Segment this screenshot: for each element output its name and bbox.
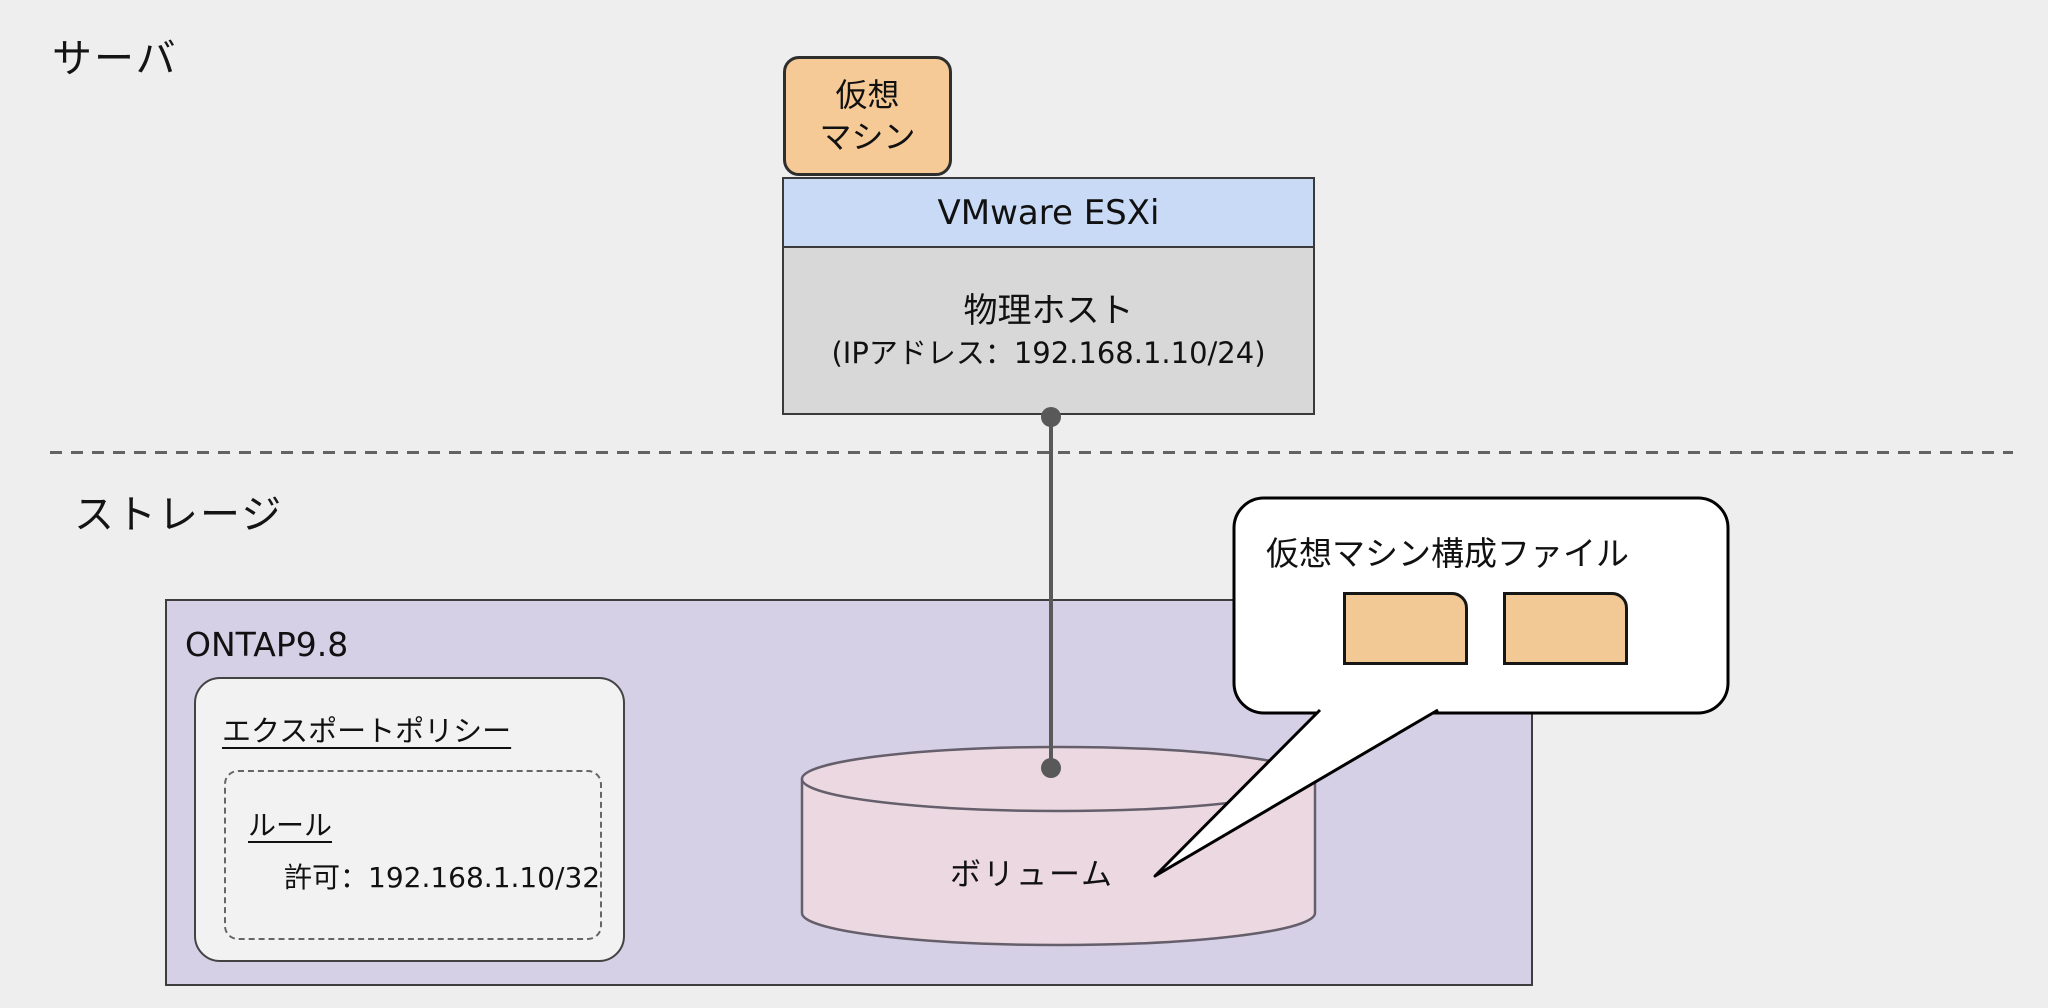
physical-host-label: 物理ホスト [963, 290, 1134, 331]
export-policy-box: エクスポートポリシー ルール 許可：192.168.1.10/32 [194, 677, 625, 962]
vmware-esxi-box: VMware ESXi [782, 177, 1315, 248]
virtual-machine-label-line1: 仮想 [835, 75, 900, 114]
ontap-box: ONTAP9.8 エクスポートポリシー ルール 許可：192.168.1.10/… [165, 599, 1533, 986]
rule-title: ルール [248, 809, 333, 842]
physical-host-box: 物理ホスト (IPアドレス：192.168.1.10/24) [782, 248, 1315, 415]
volume-label: ボリューム [949, 857, 1115, 893]
rule-box: ルール 許可：192.168.1.10/32 [224, 770, 602, 940]
ontap-version-label: ONTAP9.8 [185, 625, 349, 664]
vmware-esxi-label: VMware ESXi [937, 192, 1160, 233]
virtual-machine-label-line2: マシン [819, 118, 916, 156]
export-policy-title: エクスポートポリシー [222, 714, 512, 748]
server-storage-divider [50, 451, 2013, 454]
virtual-machine-box: 仮想 マシン [783, 56, 952, 176]
rule-allow-entry: 許可：192.168.1.10/32 [284, 861, 601, 894]
callout-title: 仮想マシン構成ファイル [1266, 534, 1629, 573]
server-section-label: サーバ [52, 36, 178, 82]
physical-host-ip: (IPアドレス：192.168.1.10/24) [831, 335, 1266, 370]
vm-config-file-icon [1503, 592, 1628, 665]
storage-section-label: ストレージ [74, 492, 284, 538]
vm-config-file-icon [1343, 592, 1468, 665]
